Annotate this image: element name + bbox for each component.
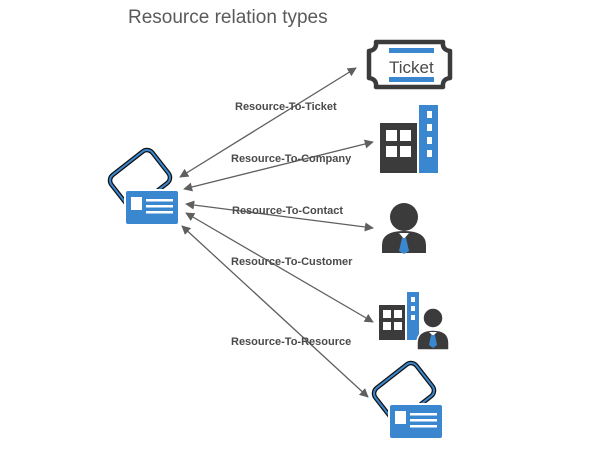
- ticket-icon: Ticket: [366, 39, 453, 90]
- arrow-resource-to-company: [183, 139, 374, 192]
- resource-card-icon: [107, 147, 180, 226]
- arrow-resource-to-resource: [181, 225, 369, 398]
- relation-label-resource: Resource-To-Resource: [231, 336, 351, 348]
- customer-icon: [379, 292, 450, 351]
- relation-label-contact: Resource-To-Contact: [232, 205, 343, 217]
- relation-label-company: Resource-To-Company: [231, 153, 352, 165]
- resource-card-icon-target: [371, 360, 444, 440]
- diagram-title: Resource relation types: [128, 7, 328, 28]
- relation-arrows: [179, 67, 374, 398]
- contact-person-icon: [382, 203, 426, 254]
- relation-label-ticket: Resource-To-Ticket: [235, 101, 337, 113]
- ticket-icon-text: Ticket: [389, 58, 434, 77]
- relation-label-customer: Resource-To-Customer: [231, 256, 353, 268]
- company-building-icon: [380, 105, 438, 173]
